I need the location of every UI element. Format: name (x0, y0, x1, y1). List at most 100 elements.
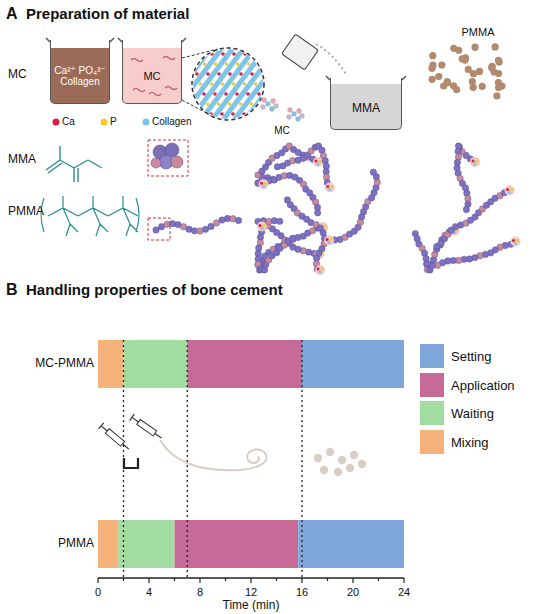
mc-particle (257, 221, 267, 231)
pmma-bead (469, 78, 476, 85)
pmma-bead (495, 84, 502, 91)
timeline-bars (98, 340, 404, 568)
phosphate-dot (221, 82, 225, 86)
axis-tick (276, 578, 277, 581)
phosphate-dot (203, 62, 207, 66)
chain-bead (169, 220, 175, 226)
pmma-bead (479, 83, 486, 90)
highlight-box (148, 218, 170, 240)
set-cement-bead (350, 451, 358, 459)
calcium-dot (253, 112, 257, 116)
calcium-dot (283, 72, 287, 76)
mc-grain (314, 159, 317, 162)
mc-particle (510, 237, 520, 247)
panel-title: Handling properties of bone cement (26, 281, 283, 298)
phosphate-dot (225, 62, 229, 66)
chain-bead (424, 261, 430, 267)
mc-particle (325, 183, 335, 193)
axis-tick (174, 578, 175, 581)
pmma-bead (428, 76, 435, 83)
cement-strand (160, 440, 267, 470)
mc-fragment (163, 57, 175, 60)
mc-grain (259, 224, 262, 227)
legend-swatch (420, 430, 444, 454)
pmma-bead (455, 47, 462, 54)
syringe-icon (99, 423, 132, 452)
mc-grain (508, 191, 511, 194)
legend-label: Application (451, 378, 515, 393)
mc-grain (475, 159, 478, 162)
legend-item: Waiting (420, 401, 546, 425)
phosphate-dot (188, 82, 192, 86)
calcium-dot (268, 92, 272, 96)
key-dot (101, 119, 108, 126)
legend-swatch (420, 373, 444, 397)
panel-title: Preparation of material (26, 5, 189, 22)
calcium-dot (243, 52, 247, 56)
syringe-icon (130, 414, 164, 441)
beaker: MMA (330, 78, 402, 130)
key-label: Collagen (152, 116, 191, 128)
calcium-dot (228, 72, 232, 76)
pmma-bead (440, 82, 447, 89)
calcium-dot (235, 92, 239, 96)
mc-grain (296, 117, 301, 122)
mc-grain (292, 112, 297, 117)
pmma-bead (491, 43, 498, 50)
mc-fragment (149, 93, 161, 96)
phosphate-dot (210, 82, 214, 86)
beaker: Ca²⁺ PO₄³⁻ Collagen (50, 40, 110, 104)
calcium-dot (276, 52, 280, 56)
atom-ball (171, 156, 183, 168)
mc-grain (260, 182, 263, 185)
mc-grain (270, 107, 275, 112)
phosphate-dot (228, 102, 232, 106)
phosphate-dot (287, 82, 291, 86)
phosphate-dot (276, 82, 280, 86)
chain-bead (314, 210, 320, 216)
set-cement-bead (338, 456, 346, 464)
chain-bead (370, 169, 376, 175)
pouring-beaker (282, 34, 319, 70)
calcium-dot (206, 72, 210, 76)
calcium-dot (176, 112, 180, 116)
mc-grain (506, 188, 509, 191)
syringe-plunger (130, 414, 164, 441)
pmma-bead (429, 52, 436, 59)
axis-tick (403, 578, 404, 583)
tick-label: 8 (197, 586, 203, 599)
phase-bar (175, 520, 299, 568)
highlight-box (148, 140, 188, 176)
mc-grain (263, 224, 266, 227)
mc-grain (317, 268, 320, 271)
calcium-dot (261, 72, 265, 76)
panel-letter: A (6, 5, 18, 23)
mc-particle (315, 265, 325, 275)
mc-particle (313, 157, 323, 167)
pmma-bead (459, 55, 466, 62)
pmma-bead (435, 73, 442, 80)
calcium-dot (224, 92, 228, 96)
mc-grain (473, 162, 476, 165)
syringe-plunger (99, 423, 132, 452)
mc-grain (512, 239, 515, 242)
calcium-dot (195, 72, 199, 76)
pmma-bead (476, 68, 483, 75)
legend-item: Application (420, 373, 546, 397)
pmma-bead (429, 62, 436, 69)
mc-particle (259, 179, 269, 189)
chain-bead (208, 223, 214, 229)
calcium-dot (264, 112, 268, 116)
calcium-dot (154, 112, 158, 116)
mc-grain (287, 115, 292, 120)
pmma-structure (41, 196, 139, 236)
phase-divider (187, 340, 188, 578)
phosphate-dot (214, 62, 218, 66)
phosphate-dot (269, 62, 273, 66)
phase-divider (301, 340, 302, 578)
chain-bead (153, 227, 159, 233)
phosphate-dot (236, 62, 240, 66)
row-label: MC (8, 68, 27, 82)
key-label: Ca (62, 116, 75, 128)
